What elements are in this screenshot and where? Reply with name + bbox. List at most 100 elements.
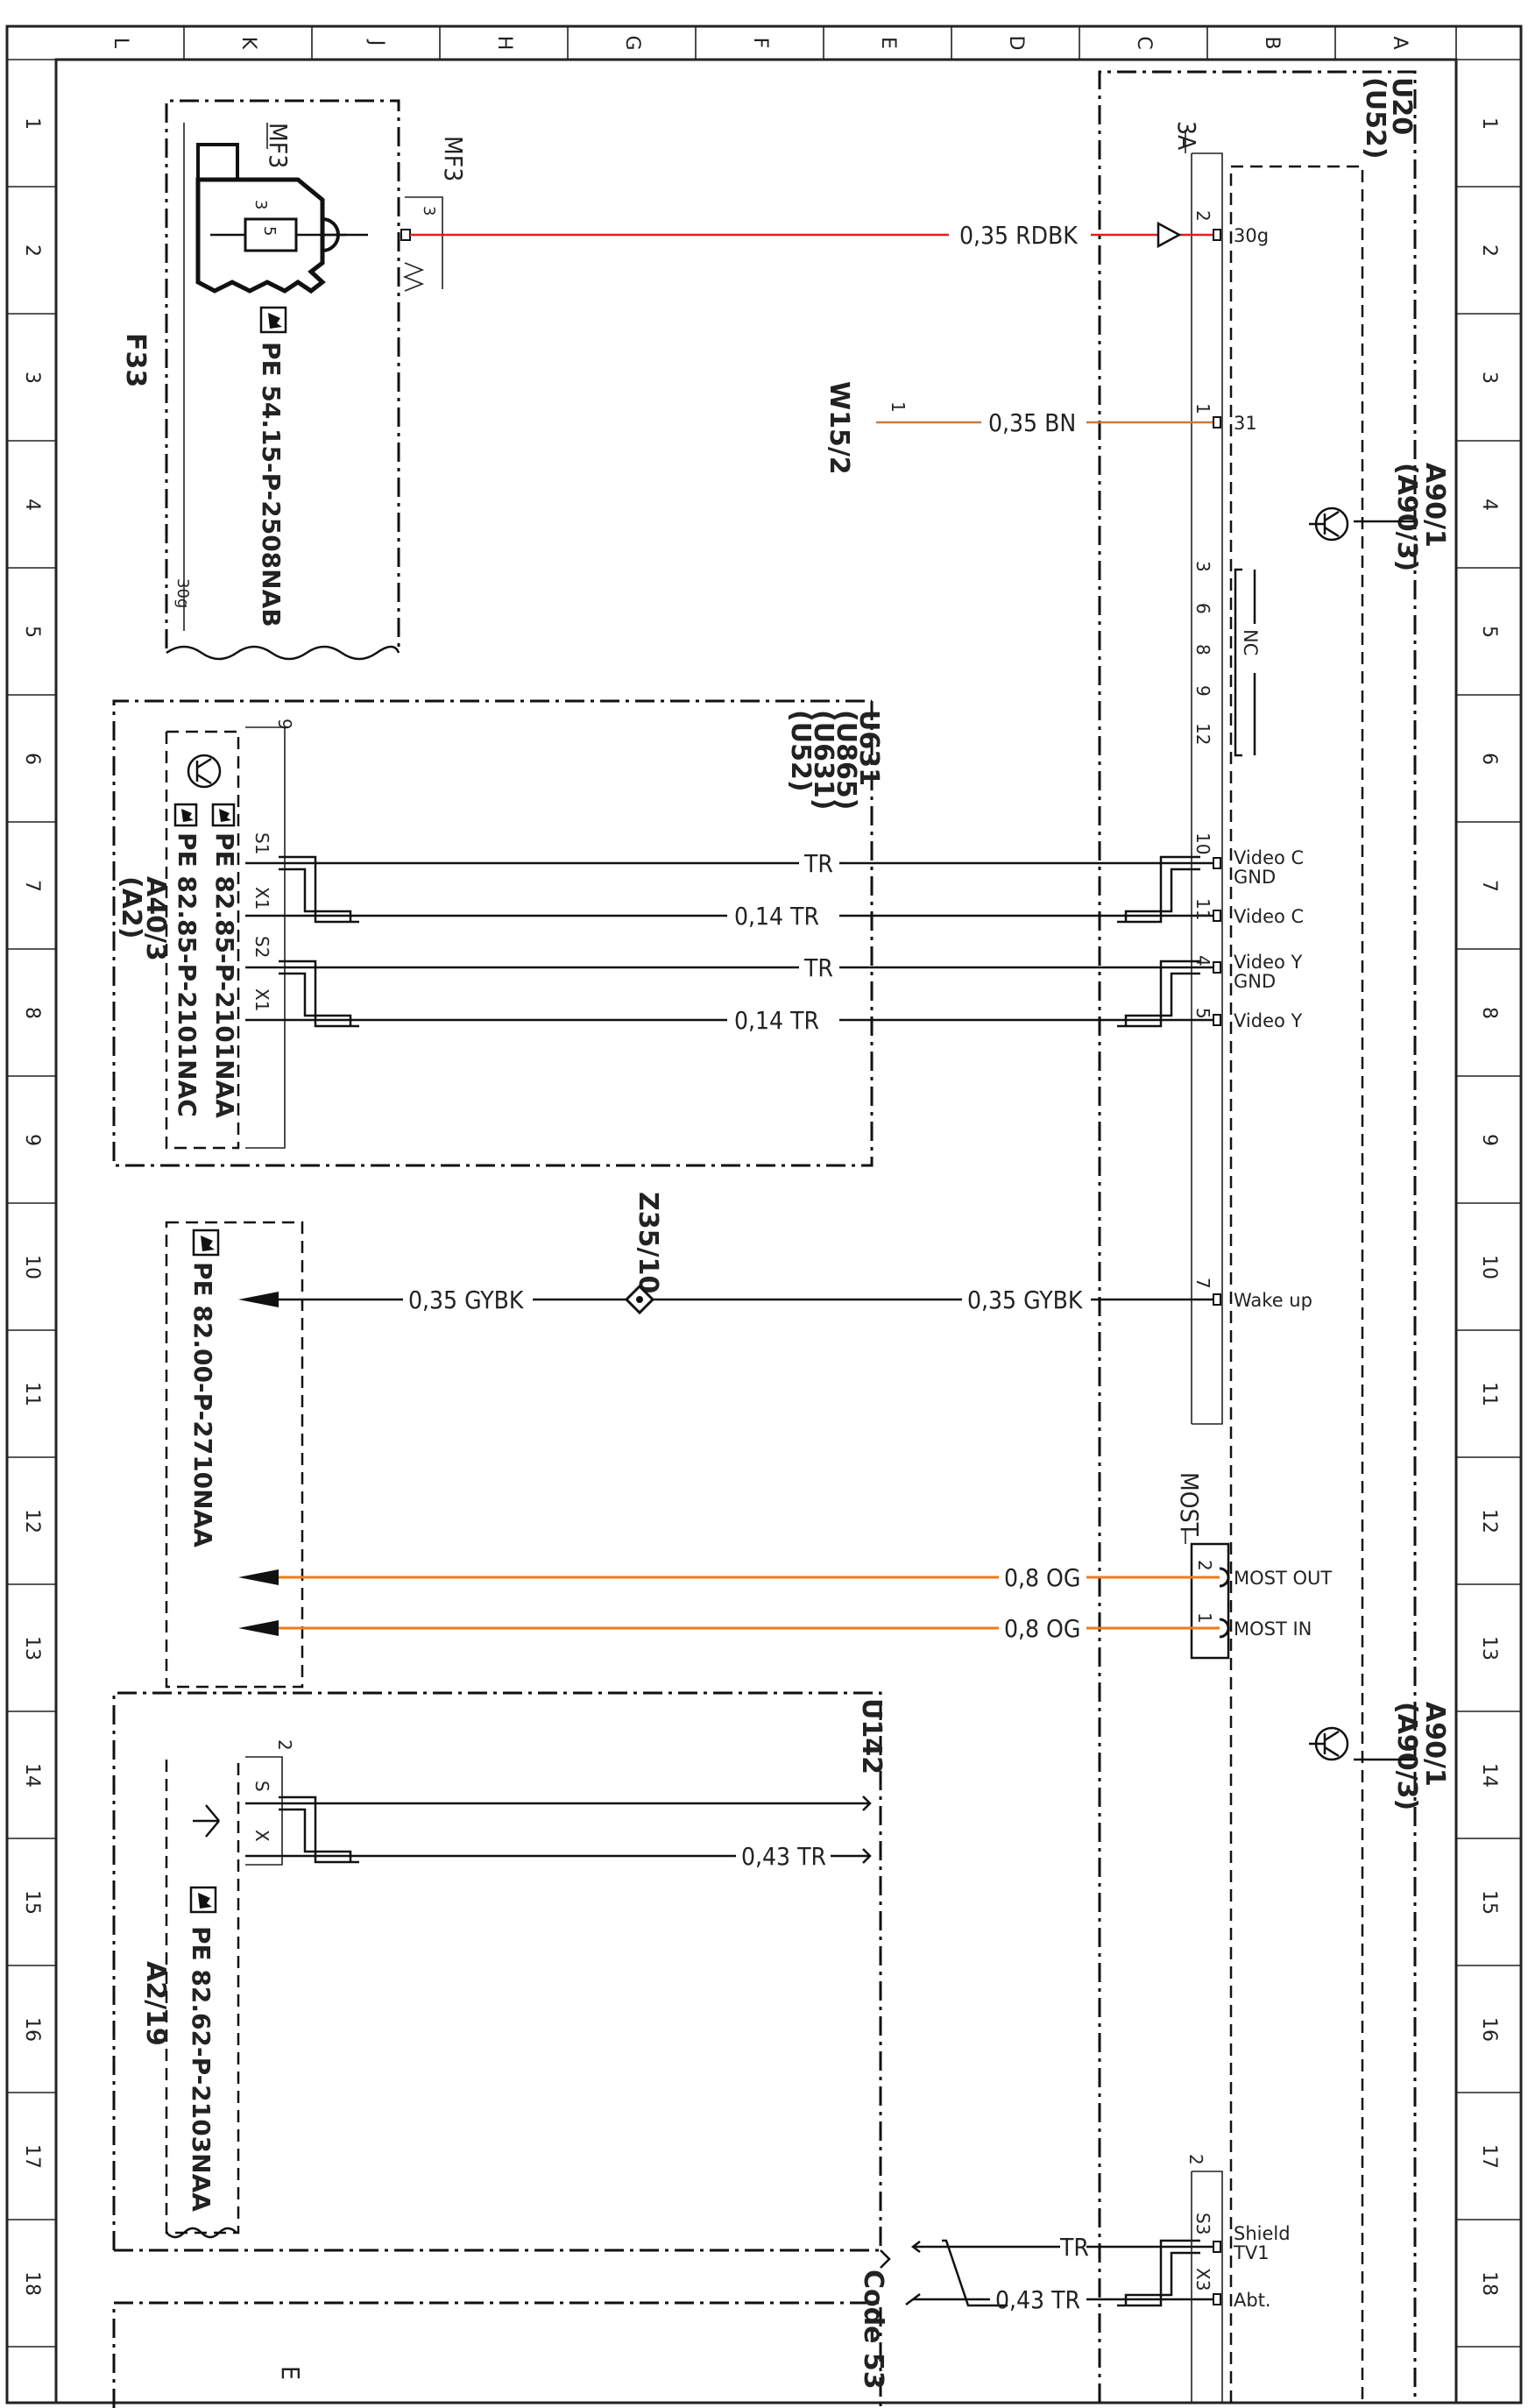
hand-icon	[173, 803, 198, 827]
wire-label-tr: TR	[1059, 2233, 1089, 2262]
wire-label-rdbk: 0,35 RDBK	[959, 221, 1079, 250]
most-pin-2: 2	[1194, 1560, 1215, 1571]
nc-label: NC	[1240, 629, 1261, 655]
signal-31: 31	[1234, 413, 1257, 434]
pe-ref-f33: PE 54.15-P-2508NAB	[257, 342, 286, 627]
transistor-icon	[1309, 506, 1349, 542]
a40-pin-x1b: X1	[251, 988, 272, 1011]
hand-icon	[189, 1886, 217, 1914]
col-label: B	[1261, 36, 1283, 49]
col-label: G	[621, 35, 643, 50]
row-label: 17	[1478, 2144, 1500, 2169]
wire-label-bn: 0,35 BN	[988, 408, 1076, 437]
row-label: 16	[1478, 2017, 1500, 2042]
row-label: 14	[1478, 1763, 1500, 1788]
wire-label-043tr: 0,43 TR	[995, 2285, 1080, 2314]
mf3-label-right: MF3	[439, 136, 468, 181]
f33-label: F33	[120, 333, 151, 387]
wire-label-014tr: 0,14 TR	[734, 902, 819, 931]
a40-3-outline	[112, 699, 874, 1167]
a40-pin-x1a: X1	[251, 887, 272, 910]
wire-label-gybk: 0,35 GYBK	[408, 1285, 525, 1314]
signal-wake-up: Wake up	[1234, 1290, 1312, 1311]
transistor-icon	[1309, 1726, 1349, 1761]
pe-ref-a40-1: PE 82.85-P-2101NAA	[210, 832, 239, 1118]
transistor-icon	[187, 754, 222, 789]
a90-3-label-bottom: (A90/3)	[1391, 1702, 1422, 1810]
a40-pin-9: 9	[274, 719, 295, 730]
row-label: 4	[1478, 499, 1500, 511]
row-label: 8	[21, 1007, 43, 1019]
drawing-frame	[5, 25, 1523, 2404]
u52b-label: (U52)	[785, 710, 816, 792]
column-header-ticks	[183, 26, 1336, 60]
fuse-30g-label: 30g	[173, 578, 192, 608]
pe-ref-a2-19: PE 82.62-P-2103NAA	[187, 1926, 216, 2212]
a2-19-label: A2/19	[140, 1961, 171, 2046]
a2-19-pin-s: S	[251, 1781, 272, 1792]
a90-1-label-top: A90/1	[1419, 463, 1450, 548]
row-label: 10	[21, 1255, 43, 1279]
nc-pin: 9	[1192, 685, 1213, 697]
pin-10: 10	[1192, 832, 1213, 854]
a2-label: (A2)	[116, 876, 146, 939]
arrow-icon	[238, 1292, 279, 1307]
hand-icon	[211, 803, 236, 827]
wire-label-tr: TR	[803, 849, 833, 878]
fuse-pin-3: 3	[251, 200, 270, 209]
mf3-pin-3: 3	[420, 206, 438, 216]
hand-icon	[259, 306, 287, 334]
row-label: 2	[21, 244, 43, 257]
row-label: 4	[21, 499, 43, 511]
wake-up-ref-outline	[165, 1221, 304, 1689]
col-label: D	[1005, 36, 1027, 51]
row-label: 3	[21, 372, 43, 384]
row-label: 3	[1478, 372, 1500, 384]
nc-pin: 8	[1192, 644, 1213, 655]
row-label: 15	[21, 1890, 43, 1915]
wire-arrow	[1157, 221, 1182, 249]
pe-ref-wake: PE 82.00-P-2710NAA	[188, 1262, 217, 1547]
signal-video-y-gnd-2: GND	[1234, 971, 1276, 992]
signal-video-c-gnd-1: Video C	[1234, 847, 1304, 868]
pin-5: 5	[1192, 1008, 1213, 1019]
row-label: 9	[1478, 1134, 1500, 1146]
fuse-relay-icon	[195, 143, 368, 294]
row-label: 16	[21, 2017, 43, 2042]
row-label: 17	[21, 2144, 43, 2169]
signal-video-c: Video C	[1234, 906, 1304, 927]
u142-label: U142	[856, 1698, 887, 1774]
row-label: 12	[21, 1509, 43, 1533]
signal-tv1: TV1	[1233, 2242, 1270, 2263]
signal-abt: Abt.	[1234, 2290, 1271, 2311]
nc-bracket	[1234, 568, 1242, 757]
z35-10-label: Z35/10	[633, 1192, 663, 1293]
w15-2-label: W15/2	[824, 381, 854, 475]
u631-label: U631	[853, 710, 884, 786]
col-label: H	[493, 36, 515, 51]
signal-video-y: Video Y	[1234, 1010, 1303, 1031]
connector-3a-label: 3A	[1172, 121, 1201, 151]
pin-1: 1	[1192, 403, 1213, 414]
row-label: 11	[1478, 1382, 1500, 1406]
a2-19-outline	[112, 1691, 882, 2408]
row-label: 6	[1478, 753, 1500, 765]
signal-most-in: MOST IN	[1234, 1618, 1312, 1640]
col-label: K	[237, 37, 259, 50]
arrow-icon	[238, 1569, 279, 1585]
row-label: 5	[1478, 626, 1500, 638]
pin-x3: X3	[1192, 2268, 1213, 2291]
row-label: 7	[21, 880, 43, 892]
wire-label-gybk: 0,35 GYBK	[967, 1285, 1084, 1314]
row-label: 12	[1478, 1509, 1500, 1533]
row-label: 1	[1478, 117, 1500, 130]
u631b-label: (U631)	[808, 710, 838, 810]
row-label: 9	[21, 1134, 43, 1146]
pin-contacts	[1213, 229, 1221, 2305]
wire-label-tr: TR	[803, 953, 833, 982]
signal-shield: Shield	[1234, 2223, 1291, 2244]
row-label: 8	[1478, 1007, 1500, 1019]
col-label: C	[1133, 36, 1155, 49]
row-label: 7	[1478, 880, 1500, 892]
a2-19-pin-x: X	[251, 1830, 272, 1842]
